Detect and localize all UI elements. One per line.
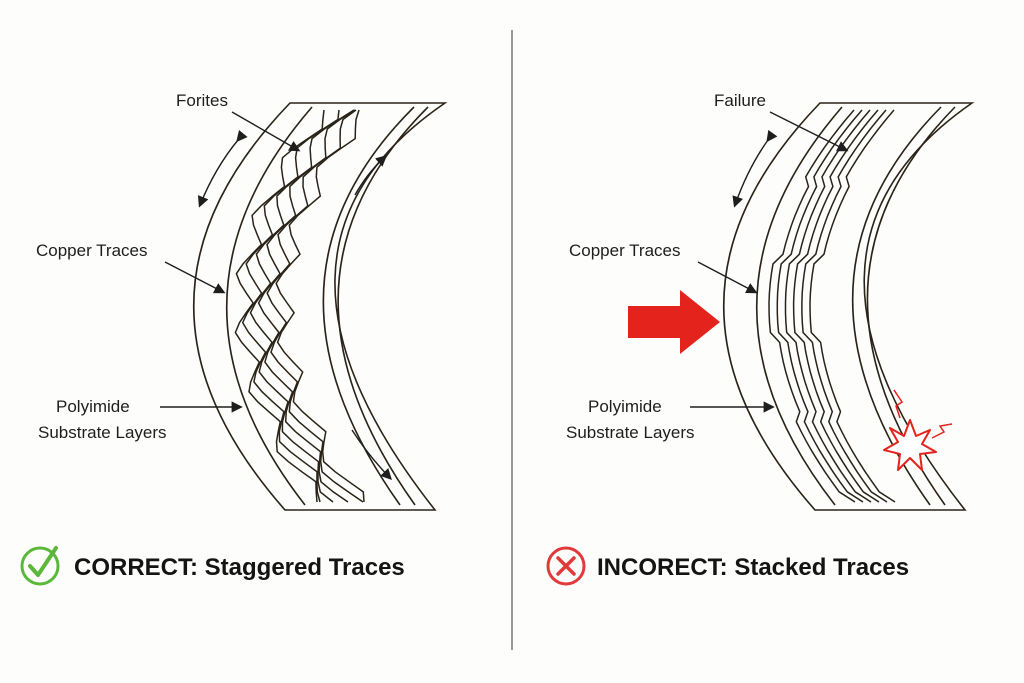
right-caption: INCORECT: Stacked Traces	[597, 554, 909, 581]
crack-burst-icon	[883, 389, 953, 471]
right-stacked-traces	[768, 109, 896, 503]
copper-trace	[257, 109, 356, 503]
left-caption: CORRECT: Staggered Traces	[74, 554, 405, 581]
left-bend-arrow	[351, 429, 392, 481]
copper-trace	[784, 109, 872, 503]
right-panel: Failure Copper Traces Polyimide Substrat…	[546, 91, 975, 586]
copper-trace	[776, 109, 864, 503]
right-label-polyimide-2: Substrate Layers	[566, 423, 695, 442]
left-label-forites: Forites	[176, 91, 228, 110]
left-bend-arrow	[354, 155, 388, 196]
left-leader-forites	[231, 111, 301, 152]
left-substrate-band	[193, 102, 448, 511]
left-label-polyimide-1: Polyimide	[56, 397, 130, 416]
copper-trace	[768, 109, 856, 503]
copper-trace	[266, 109, 364, 503]
left-staggered-traces	[234, 109, 365, 503]
copper-trace	[234, 109, 325, 503]
x-circle-icon	[546, 546, 586, 586]
right-label-failure: Failure	[714, 91, 766, 110]
left-leader-copper	[164, 261, 226, 294]
right-leader-copper	[697, 261, 758, 294]
left-flex-circuit	[193, 102, 448, 511]
copper-trace	[801, 109, 888, 503]
copper-trace	[275, 109, 365, 503]
left-bend-arrow	[197, 129, 248, 208]
force-arrow-icon	[628, 290, 720, 354]
copper-trace	[792, 109, 880, 503]
left-panel: Forites Copper Traces Polyimide Substrat…	[20, 91, 448, 586]
right-leader-failure	[769, 111, 849, 152]
right-inner-layer	[755, 106, 843, 506]
right-substrate-band	[723, 102, 975, 511]
right-label-polyimide-1: Polyimide	[588, 397, 662, 416]
right-flex-circuit	[723, 102, 975, 511]
left-inner-layer	[337, 106, 429, 506]
copper-trace	[241, 109, 340, 503]
check-circle-icon	[20, 546, 60, 586]
left-label-polyimide-2: Substrate Layers	[38, 423, 167, 442]
right-bend-arrow	[732, 129, 778, 208]
right-label-copper: Copper Traces	[569, 241, 681, 260]
left-inner-layer	[225, 106, 313, 506]
copper-trace	[809, 109, 896, 503]
left-label-copper: Copper Traces	[36, 241, 148, 260]
